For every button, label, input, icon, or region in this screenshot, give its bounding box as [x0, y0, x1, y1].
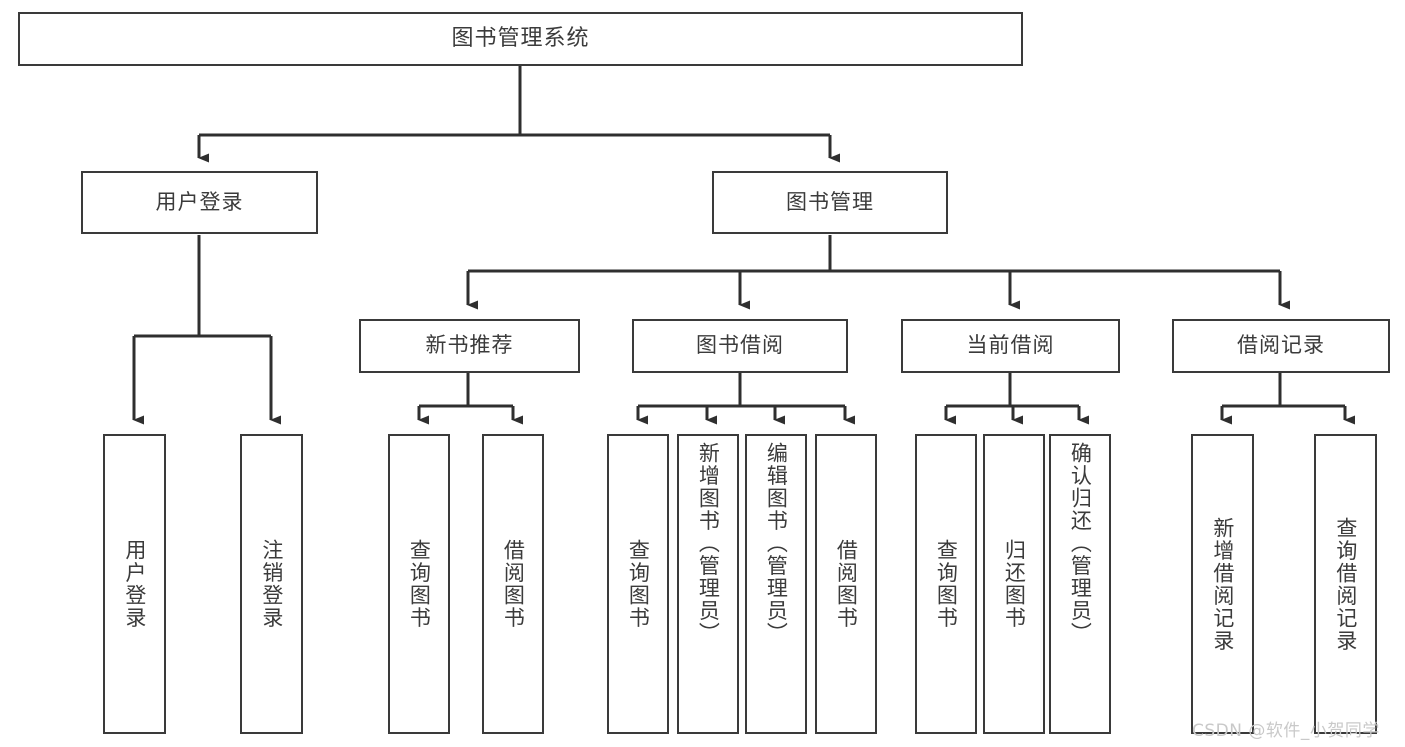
leaf-label: 查询借阅记录: [1333, 516, 1358, 652]
leaf-new-book-rec-0[interactable]: 查询图书: [388, 434, 450, 734]
node-label: 新书推荐: [425, 333, 514, 358]
node-book-borrow[interactable]: 图书借阅: [632, 319, 848, 373]
leaf-label: 新增借阅记录: [1210, 516, 1235, 652]
node-label: 图书借阅: [696, 333, 784, 358]
node-label: 当前借阅: [966, 333, 1055, 358]
connector-group-user-login: [132, 235, 281, 425]
leaf-label: 归还图书: [1002, 539, 1027, 629]
node-label: 图书管理系统: [451, 25, 590, 51]
leaf-current-borrow-0[interactable]: 查询图书: [915, 434, 977, 734]
node-user-login[interactable]: 用户登录: [81, 171, 318, 234]
leaf-borrow-record-1[interactable]: 查询借阅记录: [1314, 434, 1377, 734]
leaf-book-borrow-3[interactable]: 借阅图书: [815, 434, 877, 734]
connector-group-book-manage: [466, 235, 1290, 310]
leaf-current-borrow-2[interactable]: 确认归还（管理员）: [1049, 434, 1111, 734]
leaf-user-login-0[interactable]: 用户登录: [103, 434, 166, 734]
leaf-label: 借阅图书: [501, 539, 526, 629]
leaf-borrow-record-0[interactable]: 新增借阅记录: [1191, 434, 1254, 734]
leaf-label: 编辑图书（管理员）: [764, 442, 789, 645]
leaf-book-borrow-0[interactable]: 查询图书: [607, 434, 669, 734]
leaf-book-borrow-2[interactable]: 编辑图书（管理员）: [745, 434, 807, 734]
connector-group-book-borrow: [636, 373, 855, 425]
node-new-book-recommend[interactable]: 新书推荐: [359, 319, 580, 373]
connector-group-current-borrow: [944, 373, 1089, 425]
leaf-label: 用户登录: [122, 539, 147, 629]
node-label: 用户登录: [155, 189, 244, 214]
leaf-label: 借阅图书: [834, 539, 859, 629]
node-label: 图书管理: [786, 189, 874, 214]
leaf-label: 查询图书: [934, 539, 959, 629]
leaf-label: 查询图书: [626, 539, 651, 629]
connector-group-borrow-record: [1220, 373, 1355, 425]
leaf-label: 新增图书（管理员）: [696, 442, 721, 645]
leaf-label: 查询图书: [407, 539, 432, 629]
leaf-book-borrow-1[interactable]: 新增图书（管理员）: [677, 434, 739, 734]
connector-group-new-book-rec: [417, 373, 523, 425]
leaf-current-borrow-1[interactable]: 归还图书: [983, 434, 1045, 734]
leaf-label: 注销登录: [259, 539, 284, 629]
connector-group-root: [197, 66, 840, 163]
node-current-borrow[interactable]: 当前借阅: [901, 319, 1120, 373]
leaf-user-login-1[interactable]: 注销登录: [240, 434, 303, 734]
node-label: 借阅记录: [1237, 333, 1325, 358]
leaf-label: 确认归还（管理员）: [1068, 442, 1093, 645]
node-root-system[interactable]: 图书管理系统: [18, 12, 1023, 66]
node-book-manage[interactable]: 图书管理: [712, 171, 948, 234]
leaf-new-book-rec-1[interactable]: 借阅图书: [482, 434, 544, 734]
node-borrow-record[interactable]: 借阅记录: [1172, 319, 1390, 373]
